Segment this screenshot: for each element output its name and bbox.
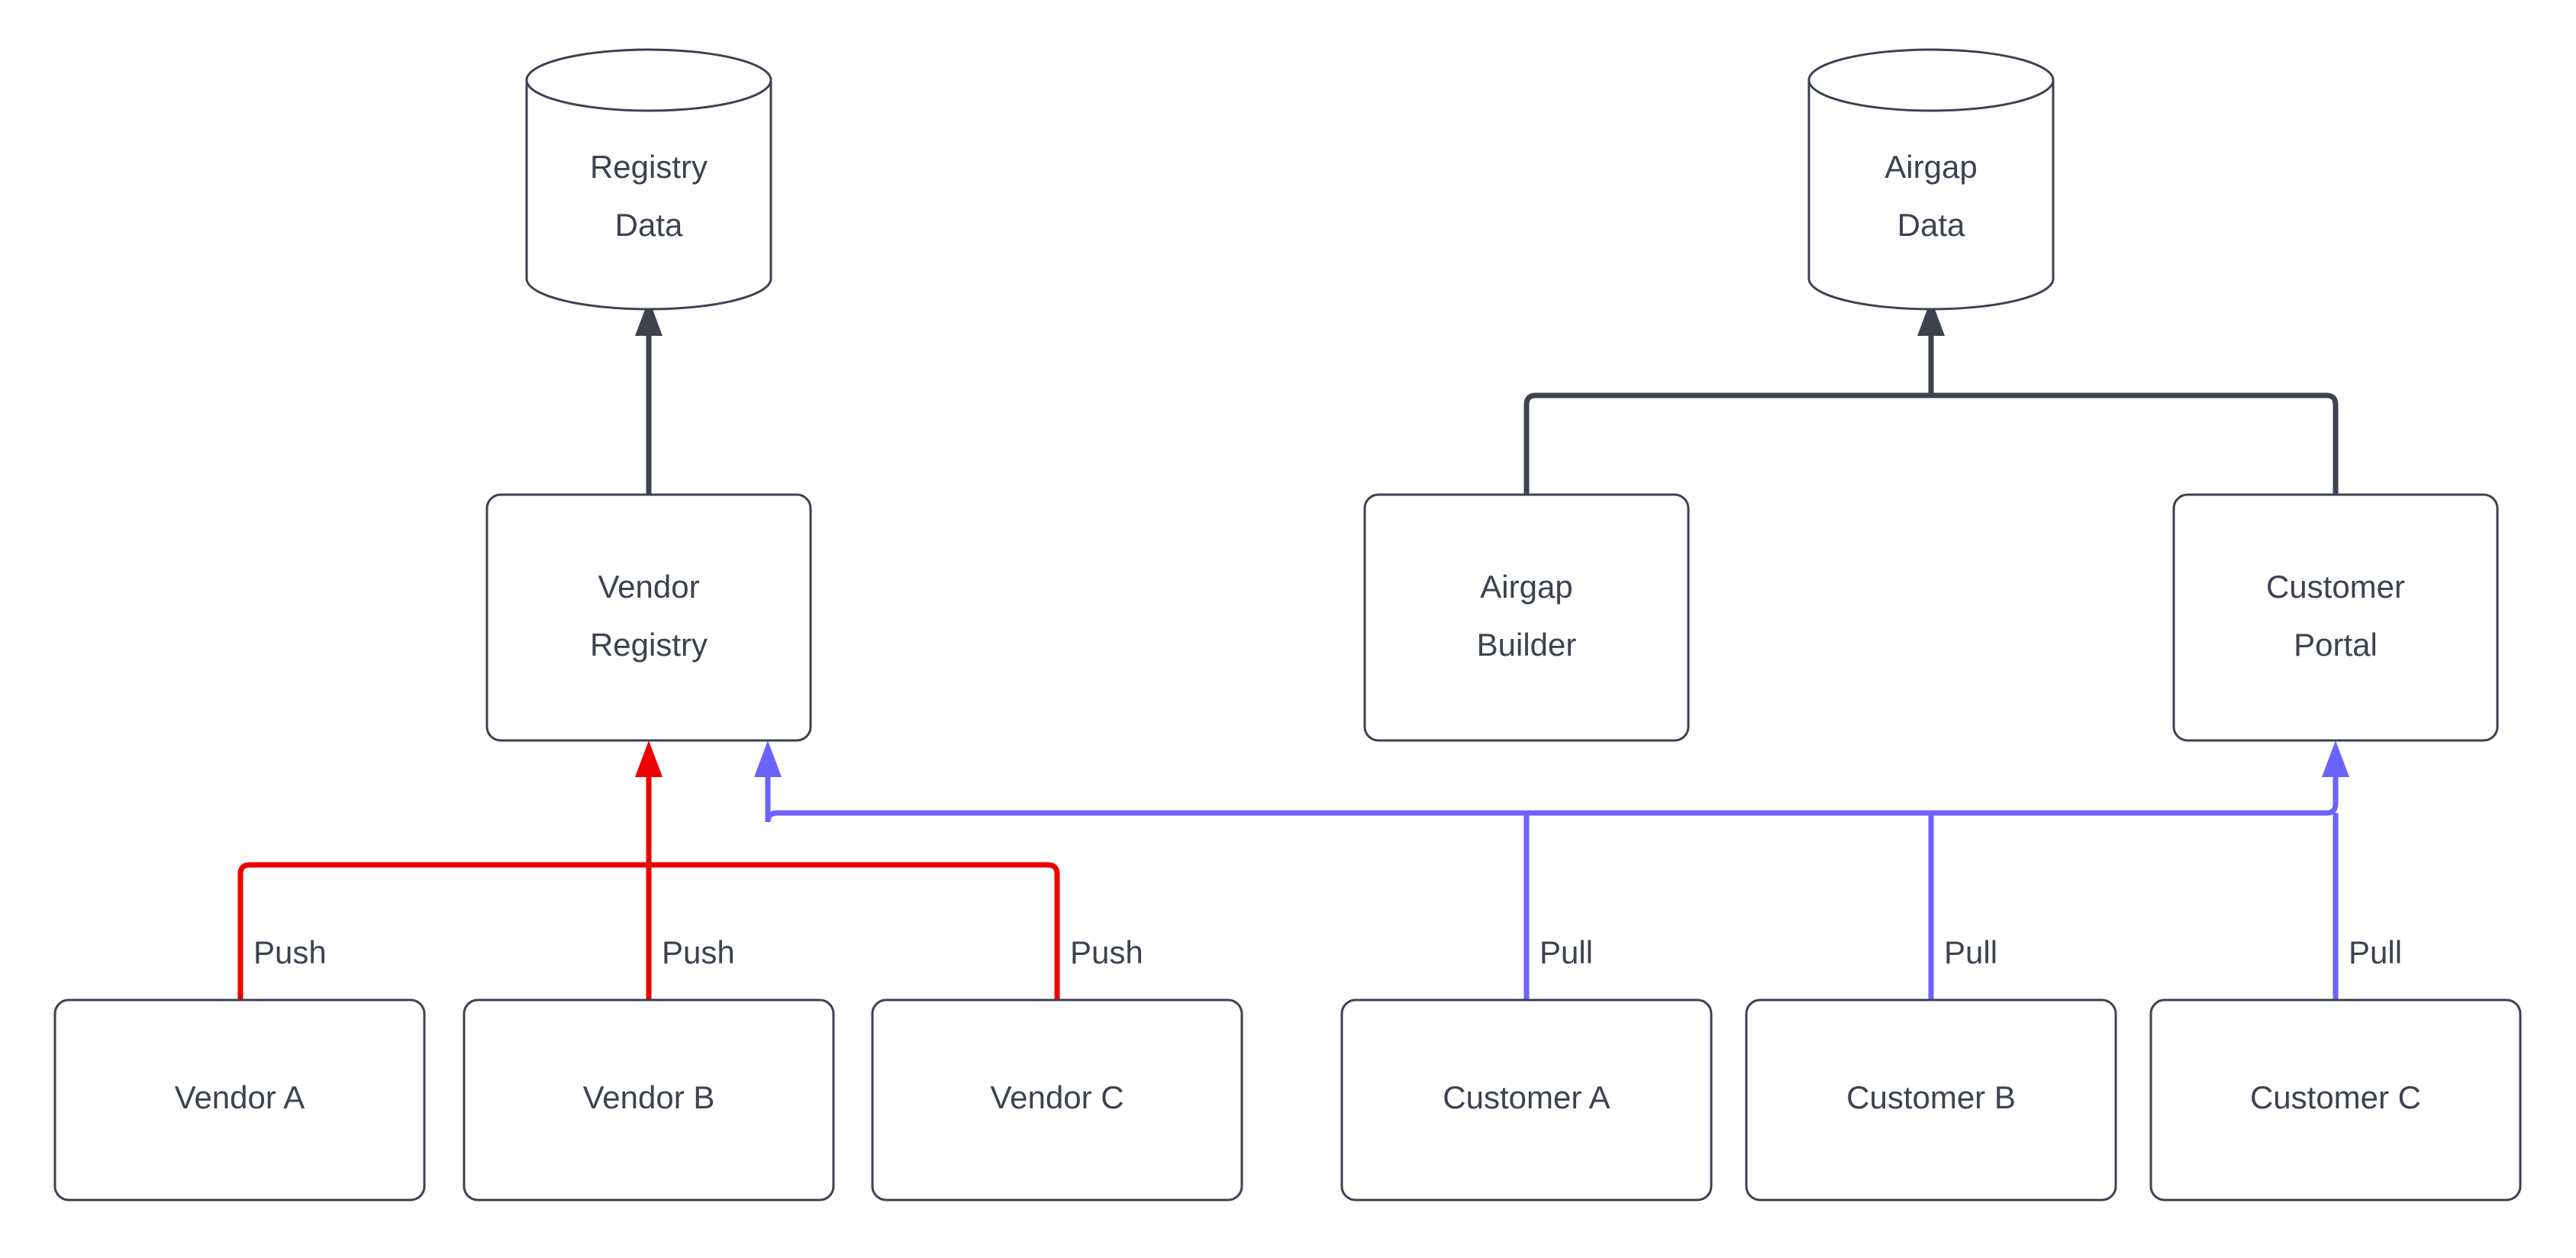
edge-airgap-data-riser [1917,299,1945,395]
node-label-line1: Registry [590,149,708,185]
edge-pull-to-vendor-registry [754,740,782,822]
edge-label-customer-c-pull: Pull [2349,934,2402,970]
node-label-line2: Data [615,207,683,243]
edge-label-vendor-c-push: Push [1070,934,1143,970]
node-customer-a[interactable]: Customer A [1340,998,1713,1202]
node-label-line1: Airgap [1884,149,1977,185]
node-box [2149,998,2522,1202]
node-registry-data[interactable]: Registry Data [525,48,772,311]
edge-pull-to-customer-portal [2322,740,2349,804]
node-box [1745,998,2117,1202]
edge-line [649,862,1060,1000]
edge-label-vendor-b-push: Push [662,934,735,970]
node-airgap-data[interactable]: Airgap Data [1807,48,2055,311]
node-vendor-c[interactable]: Vendor C [871,998,1243,1202]
node-box [485,493,812,742]
node-label-line2: Portal [2294,627,2378,663]
edge-pull-bus [765,803,2339,823]
arrowhead-up-icon [635,299,663,336]
node-label-line1: Vendor [598,569,699,605]
arrowhead-up-icon [1917,299,1945,336]
node-box [2172,493,2499,742]
edge-vendor-b-push [635,740,663,1000]
edge-line [765,803,2339,823]
node-label-line1: Airgap [1480,569,1572,605]
node-customer-c[interactable]: Customer C [2149,998,2522,1202]
arrowhead-up-icon [754,740,782,777]
node-label: Customer A [1443,1079,1610,1115]
node-label: Vendor B [583,1079,715,1115]
cylinder-top-icon [1807,48,2055,112]
edge-vendor-a-push [237,862,649,1000]
cylinder-body [1807,80,2055,311]
node-label: Vendor C [990,1079,1124,1115]
edge-label-customer-a-pull: Pull [1539,934,1593,970]
edge-label-vendor-a-push: Push [253,934,327,970]
node-label-line1: Customer [2266,569,2405,605]
arrowhead-up-icon [2322,740,2349,777]
edge-line [237,862,649,1000]
node-box [871,998,1243,1202]
node-box [1363,493,1690,742]
node-vendor-a[interactable]: Vendor A [53,998,426,1202]
cylinder-body [525,80,772,311]
node-label-line2: Builder [1477,627,1577,663]
edge-airgap-builder-to-airgap-data [1523,392,1931,495]
node-label: Customer B [1846,1079,2016,1115]
node-box [463,998,835,1202]
arrowhead-up-icon [635,740,663,777]
node-box [1340,998,1713,1202]
edge-line [1523,392,1931,495]
edge-line [1931,392,2339,495]
cylinder-top-icon [525,48,772,112]
node-vendor-registry[interactable]: Vendor Registry [485,493,812,742]
node-box [53,998,426,1202]
node-airgap-builder[interactable]: Airgap Builder [1363,493,1690,742]
node-label-line2: Registry [590,627,708,663]
edge-label-customer-b-pull: Pull [1944,934,1997,970]
node-customer-portal[interactable]: Customer Portal [2172,493,2499,742]
node-label: Vendor A [175,1079,305,1115]
edge-vendor-registry-to-registry-data [635,299,663,495]
node-label-line2: Data [1897,207,1965,243]
edge-customer-portal-to-airgap-data [1931,392,2339,495]
node-customer-b[interactable]: Customer B [1745,998,2117,1202]
edge-vendor-c-push [649,862,1060,1000]
node-label: Customer C [2250,1079,2421,1115]
node-vendor-b[interactable]: Vendor B [463,998,835,1202]
